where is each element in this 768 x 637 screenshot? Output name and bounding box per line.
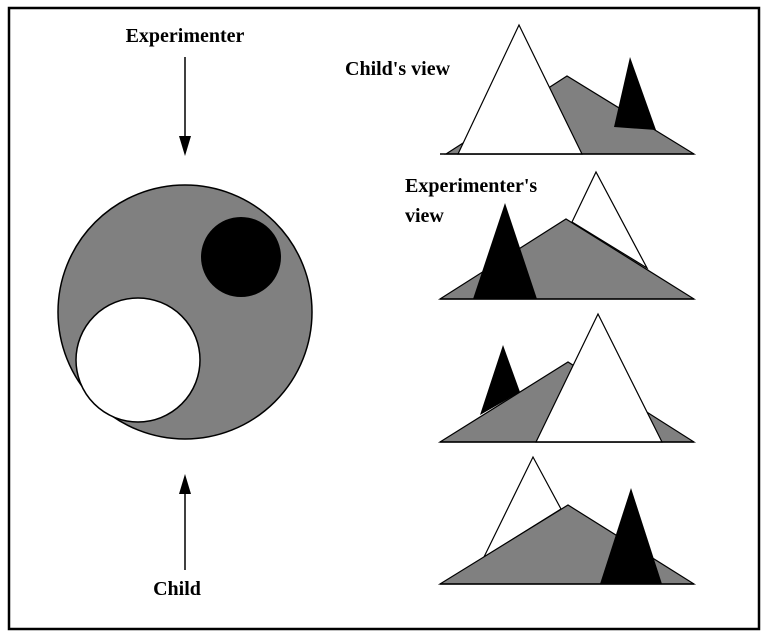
child-label: Child [153, 578, 201, 600]
child-view-option [440, 23, 697, 155]
child-view-label: Child's view [345, 58, 451, 80]
experimenter-view-option [437, 170, 697, 300]
arrow-down-icon [179, 57, 191, 156]
view-option-3 [437, 312, 697, 443]
arrow-up-icon [179, 474, 191, 570]
white-mountain-top [75, 297, 201, 423]
black-mountain-top [201, 217, 281, 297]
view-option-4 [437, 455, 697, 585]
experimenter-view-label-line1: Experimenter's [405, 175, 537, 197]
mountain-table-top-view [57, 184, 313, 440]
experimenter-view-label-line2: view [405, 205, 444, 227]
experimenter-label: Experimenter [126, 25, 245, 47]
